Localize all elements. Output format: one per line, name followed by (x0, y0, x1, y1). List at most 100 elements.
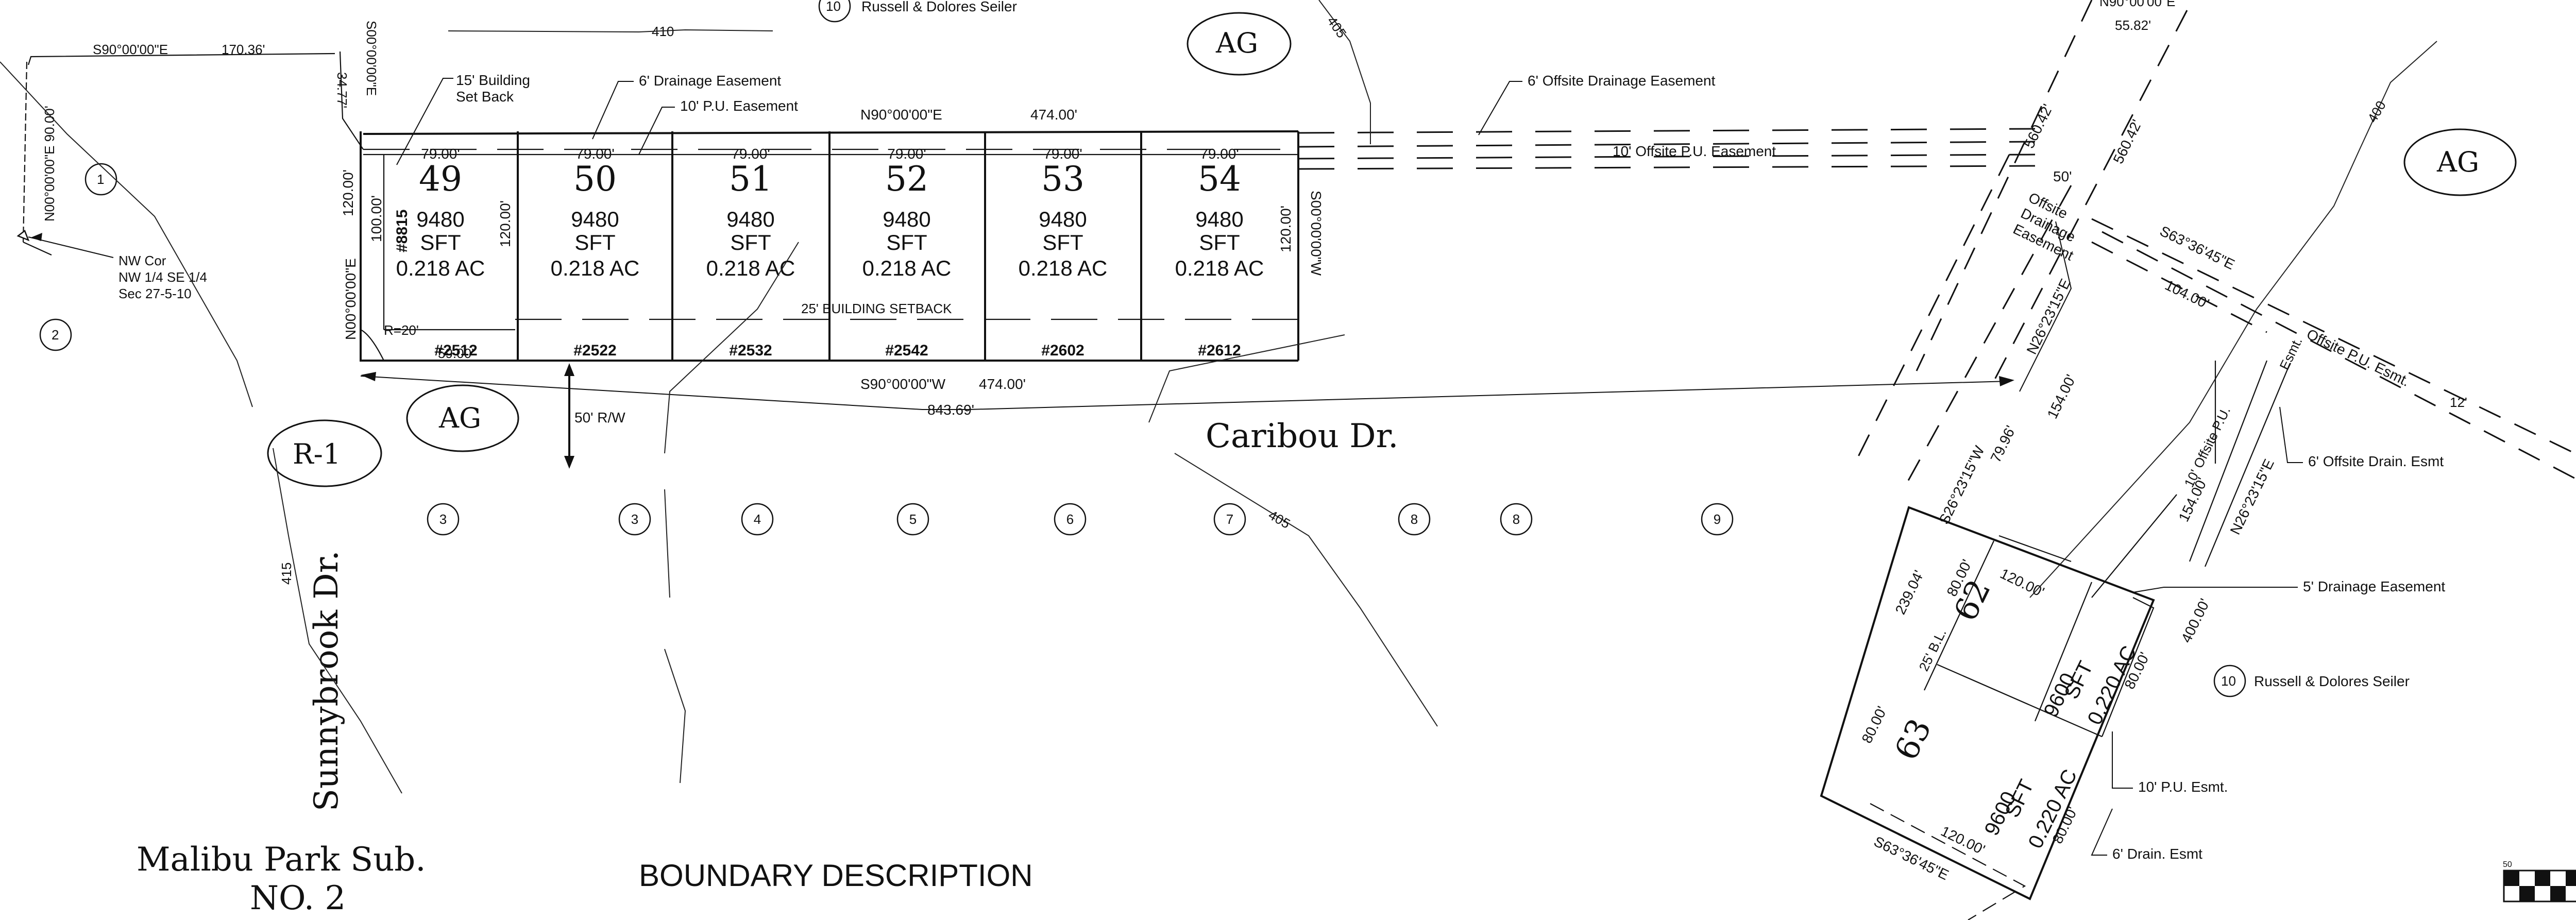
lot-address-54: #2612 (1198, 342, 1241, 359)
lot-63-unit: SFT (2001, 776, 2039, 821)
parcel-2-circle (39, 318, 72, 351)
contour-line-8 (2029, 41, 2437, 598)
boundary-description-title: BOUNDARY DESCRIPTION (639, 858, 1033, 893)
contour-line-6 (1318, 0, 1371, 144)
zone-ag-ellipse-south (406, 384, 519, 452)
street-sunnybrook: Sunnybrook Dr. (308, 550, 346, 811)
bearing-s26: S26°23'15"W (1936, 443, 1988, 526)
distance-34-77: 34.77' (334, 72, 350, 108)
parcel-label-p3b: 3 (631, 512, 638, 527)
lot-width-53: 79.00' (1043, 146, 1082, 162)
distance-400: 400.00' (2178, 596, 2213, 645)
owner-label-east: Russell & Dolores Seiler (2254, 673, 2410, 689)
parcel-10-label-top: 10 (826, 0, 841, 14)
parcel-label-p8b: 8 (1513, 512, 1520, 527)
distance-120-s: 120.00' (1997, 566, 2046, 601)
lot-area-52: 9480 (883, 207, 930, 231)
parcel-label-p3a: 3 (439, 512, 447, 527)
zone-ag-ellipse-east (2403, 128, 2517, 196)
lot-address-50: #2522 (573, 342, 616, 359)
building-setback-leader (396, 78, 453, 165)
lot-area-54: 9480 (1195, 207, 1243, 231)
dim-843-line (360, 376, 2010, 410)
zone-ag-south: AG (438, 402, 481, 434)
lot-number-52: 52 (885, 159, 928, 199)
parcel-label-p5: 5 (909, 512, 917, 527)
parcel-circle-p4 (741, 503, 774, 536)
lot-acres-49: 0.218 AC (396, 256, 485, 280)
distance-560-42-b: 560.42' (2110, 117, 2145, 166)
contour-line-7 (273, 448, 402, 794)
drainage-easement-leader (592, 81, 634, 140)
parcel-1-circle (84, 163, 117, 196)
setback-25-label: 25' BUILDING SETBACK (801, 301, 952, 316)
lot-number-49: 49 (419, 159, 462, 199)
distance-80-c: 80.00' (1859, 704, 1890, 745)
drain-esmt-6-leader (2091, 808, 2113, 856)
lot-unit-54: SFT (1199, 230, 1240, 254)
lot-area-50: 9480 (571, 207, 619, 231)
offsite-drainage-block: OffsiteDrainageEasement (2011, 190, 2092, 264)
bearing-s90-bottom: S90°00'00"W (860, 376, 946, 392)
lot-number-51: 51 (729, 159, 772, 199)
parcel-circle-p3a (427, 503, 460, 536)
lot-address-51: #2532 (729, 342, 772, 359)
drainage-easement-label: 6' Drainage Easement (639, 73, 781, 89)
offsite-easement-lines (1298, 128, 2036, 170)
lot-acres-50: 0.218 AC (551, 256, 640, 280)
bearing-n90-top: N90°00'00"E (860, 107, 942, 123)
offsite-diagonal-lines (1854, 0, 2576, 598)
contour-line-3 (664, 649, 686, 783)
offsite-drain-6-leader (2279, 406, 2303, 463)
row-arrow (564, 363, 574, 469)
lot-acres-54: 0.218 AC (1175, 256, 1264, 280)
subdivision-line-2: NO. 2 (250, 879, 346, 917)
lot-width-54: 79.00' (1200, 146, 1239, 162)
lot-address-49: #2512 (434, 342, 477, 359)
drainage-5-leader (2132, 587, 2298, 593)
offsite-pu-esmt-label: Offsite P.U. Esmt. (2304, 326, 2412, 390)
bearing-s63-a: S63°36'45"E (2157, 223, 2237, 273)
south-lots-outline (1820, 506, 2155, 900)
lot-number-53: 53 (1041, 159, 1084, 199)
lot-acres-52: 0.218 AC (862, 256, 952, 280)
parcel-circle-p8a (1398, 503, 1431, 536)
lot-address-52: #2542 (885, 342, 928, 359)
contour-line-4 (1148, 334, 1345, 423)
distance-170-36: 170.36' (222, 42, 265, 57)
drainage-5-label: 5' Drainage Easement (2303, 578, 2445, 594)
parcel-label-p6: 6 (1066, 512, 1074, 527)
zone-ag-ellipse-top (1187, 12, 1292, 76)
subdivision-line-1: Malibu Park Sub. (137, 841, 426, 879)
distance-120-lot: 120.00' (497, 200, 513, 247)
contour-line-410 (448, 29, 773, 33)
distance-79-96: 79.96' (1988, 423, 2019, 465)
distance-100: 100.00' (368, 195, 384, 242)
bearing-n90-top-right: N90°00'00"E (2099, 0, 2175, 9)
contour-405-mid: 405 (1266, 507, 1293, 532)
parcel-10-label-east: 10 (2221, 673, 2236, 689)
lot-62-unit: SFT (2060, 658, 2098, 703)
pu-easement-leader (638, 107, 675, 155)
scale-label: 50 (2503, 860, 2512, 869)
distance-474-top: 474.00' (1030, 107, 1077, 123)
lot-unit-49: SFT (420, 230, 461, 254)
contour-line-left (0, 61, 253, 407)
lot-63-number: 63 (1887, 713, 1939, 766)
lot-49-bottom-width: 59.00' (438, 346, 474, 361)
nw-parcel-outline (22, 51, 364, 256)
scale-bar (2503, 870, 2576, 902)
parcel-label-p8a: 8 (1411, 512, 1418, 527)
distance-104: 104.00' (2162, 277, 2211, 312)
lot-width-50: 79.00' (575, 146, 614, 162)
lot-acres-51: 0.218 AC (706, 256, 795, 280)
main-block (360, 130, 1299, 362)
parcel-circle-p8b (1500, 503, 1533, 536)
drain-esmt-6-label: 6' Drain. Esmt (2112, 846, 2202, 862)
parcel-label-p9: 9 (1714, 512, 1721, 527)
south-lot-outer-dash (1870, 803, 2026, 920)
distance-12: 12' (2450, 395, 2467, 410)
